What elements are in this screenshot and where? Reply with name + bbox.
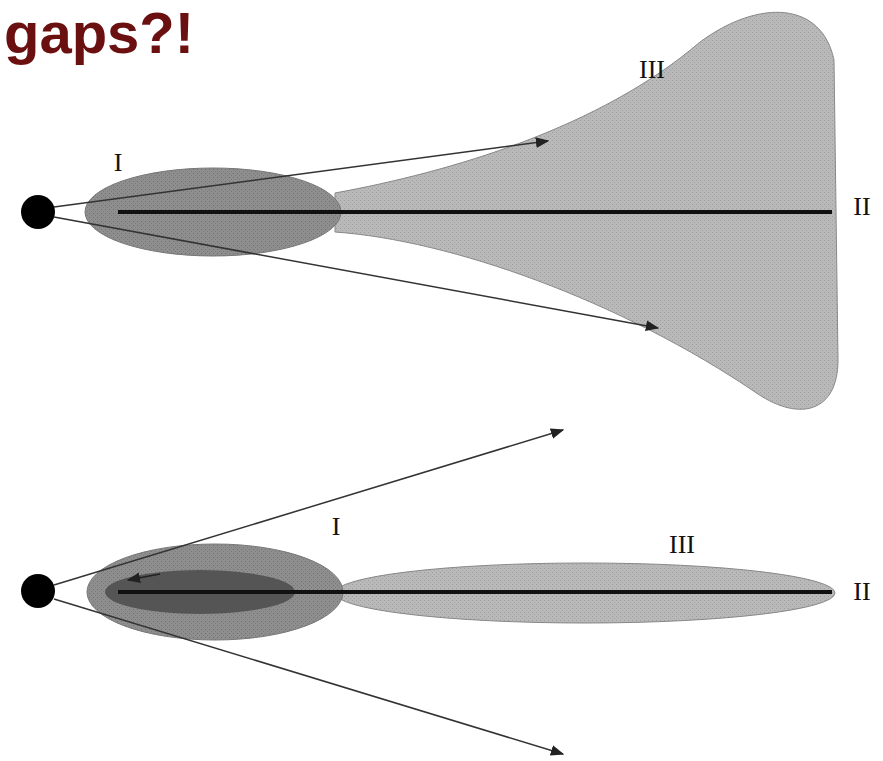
region-label: II	[853, 194, 870, 220]
ray-arrow	[54, 217, 658, 328]
ray-arrow	[54, 430, 563, 585]
region-label: II	[853, 579, 870, 605]
region-label: III	[639, 57, 665, 83]
source-dot	[21, 195, 55, 229]
ray-arrow	[54, 141, 548, 207]
axis-line	[118, 210, 832, 214]
wide-cone-figure	[21, 12, 838, 409]
region-label: I	[114, 150, 123, 176]
axis-line	[118, 590, 832, 594]
ray-arrow	[54, 599, 563, 754]
ray-arrow	[128, 574, 160, 580]
region-label: I	[332, 514, 341, 540]
slide-title: gaps?!	[4, 4, 194, 62]
region-label: III	[669, 532, 695, 558]
source-dot	[21, 574, 55, 608]
narrow-cone-figure	[21, 430, 835, 754]
